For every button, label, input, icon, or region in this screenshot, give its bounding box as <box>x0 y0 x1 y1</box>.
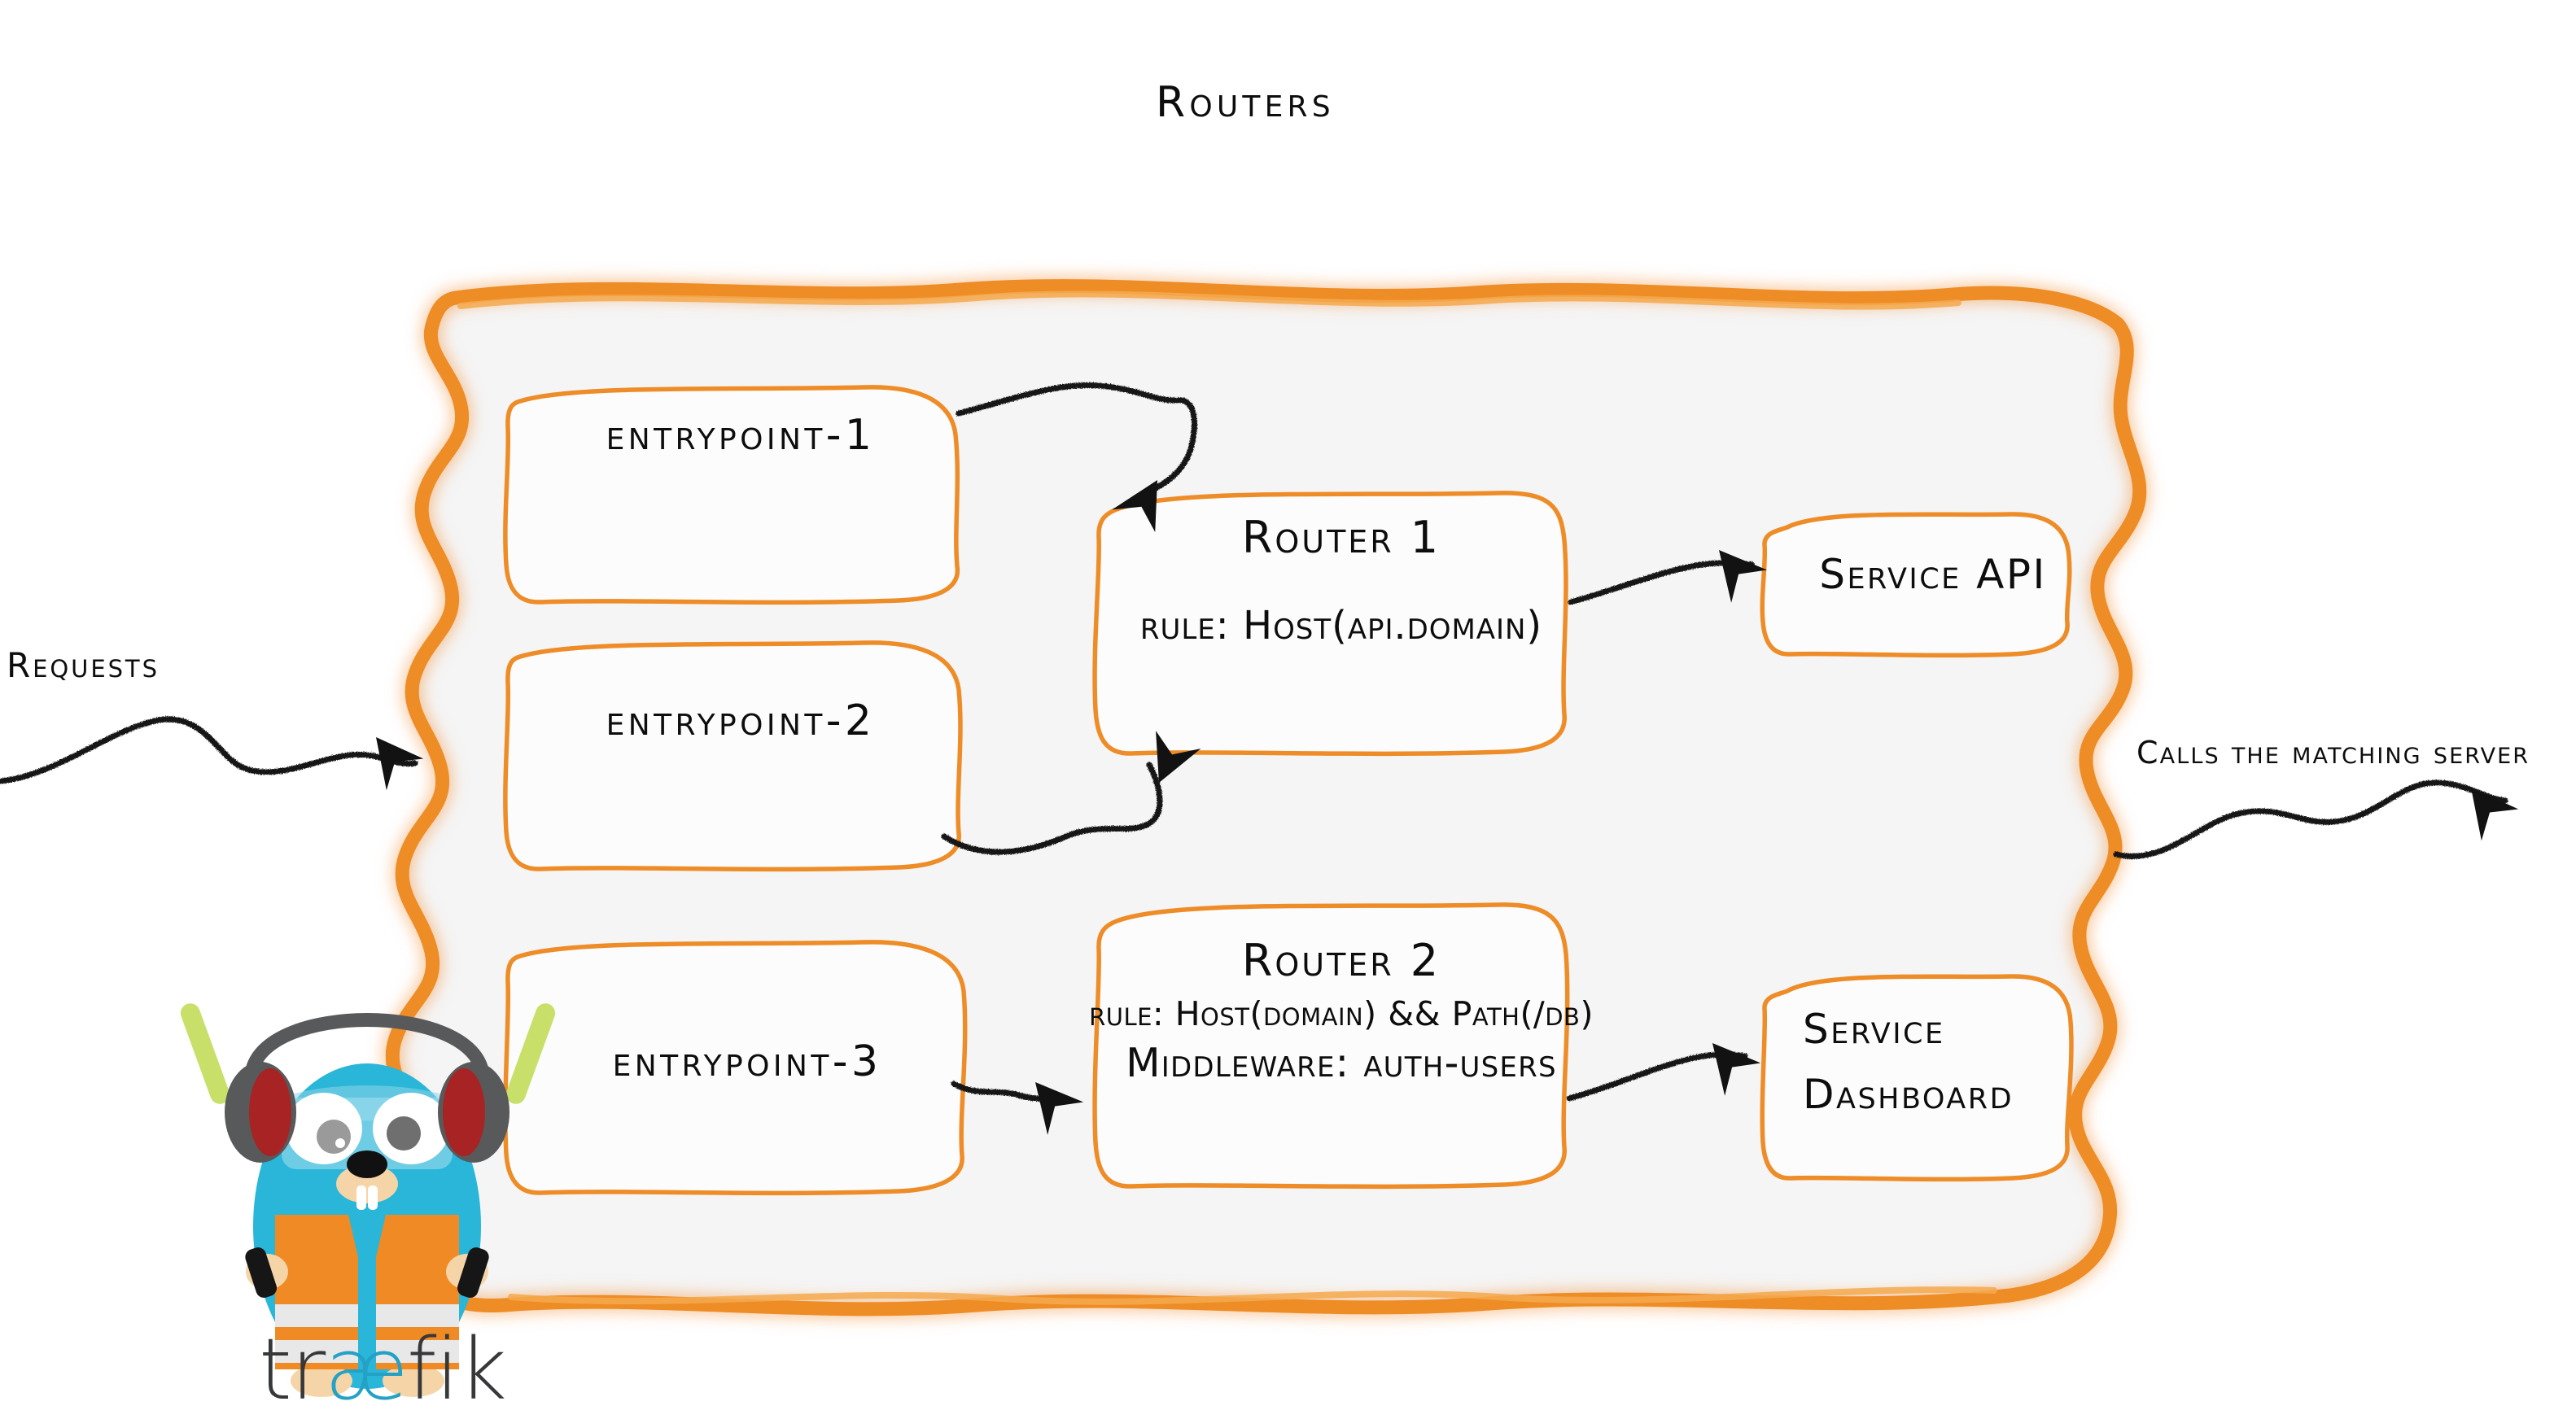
service-api-node[interactable]: Service API <box>1778 529 2088 620</box>
router-2-title: Router 2 <box>1241 935 1441 986</box>
router-2-middleware: Middleware: auth-users <box>1126 1039 1557 1086</box>
router-2-node[interactable]: Router 2 rule: Host(domain) && Path(/db)… <box>1089 928 1593 1164</box>
page-title: Routers <box>1156 78 1335 127</box>
entrypoint-3-node[interactable]: entrypoint-3 <box>527 944 967 1180</box>
router-1-rule: rule: Host(api.domain) <box>1139 603 1543 649</box>
router-1-node[interactable]: Router 1 rule: Host(api.domain) <box>1113 496 1569 740</box>
requests-label: Requests <box>7 645 160 685</box>
service-dashboard-node[interactable]: Service Dashboard <box>1803 989 2112 1135</box>
entrypoint-3-label: entrypoint-3 <box>612 1037 882 1086</box>
router-2-rule: rule: Host(domain) && Path(/db) <box>1089 994 1594 1034</box>
entrypoint-2-label: entrypoint-2 <box>606 696 876 745</box>
logo-text-part1: tr <box>259 1320 326 1419</box>
logo-text-part2: fik <box>406 1320 507 1419</box>
service-dashboard-label-line2: Dashboard <box>1803 1071 2014 1118</box>
traefik-logo-wordmark: træfik <box>259 1320 507 1419</box>
router-1-title: Router 1 <box>1241 512 1441 563</box>
service-dashboard-label-line1: Service <box>1803 1006 1945 1053</box>
calls-matching-server-label: Calls the matching server <box>2136 735 2530 771</box>
entrypoint-1-label: entrypoint-1 <box>606 410 876 460</box>
entrypoint-2-node[interactable]: entrypoint-2 <box>521 625 960 817</box>
entrypoint-1-node[interactable]: entrypoint-1 <box>521 342 960 529</box>
logo-ae-ligature: æ <box>325 1320 408 1419</box>
service-api-label: Service API <box>1819 551 2047 598</box>
